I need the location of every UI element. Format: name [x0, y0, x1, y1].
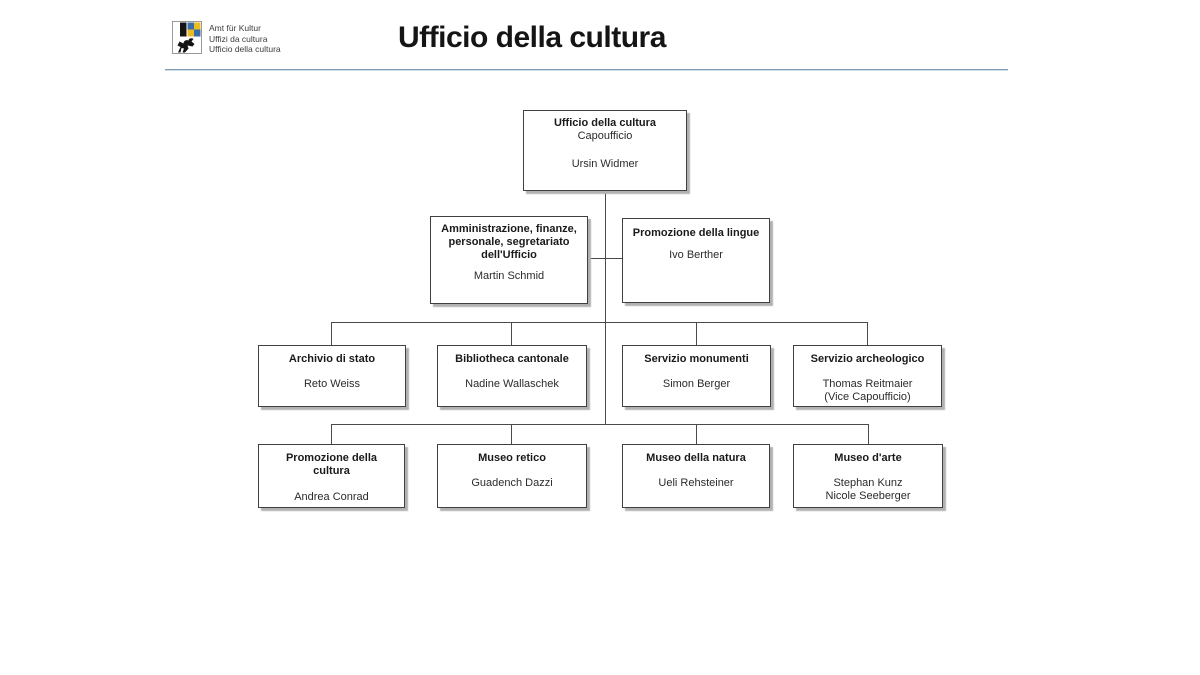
connector-trunk	[605, 191, 606, 424]
org-node-museo-arte: Museo d'arte Stephan Kunz Nicole Seeberg…	[793, 444, 943, 508]
org-node-servizio-archeologico: Servizio archeologico Thomas Reitmaier (…	[793, 345, 942, 407]
node-title: Promozione della cultura	[285, 452, 378, 477]
node-title: Promozione della lingue	[632, 227, 760, 239]
org-node-promozione-lingue: Promozione della lingue Ivo Berther	[622, 218, 770, 303]
node-title: Ufficio della cultura	[553, 117, 657, 129]
node-person: Guadench Dazzi	[471, 477, 553, 489]
connector-row3-bus	[331, 322, 868, 323]
connector-row4-drop-2	[511, 424, 512, 444]
connector-row4-drop-1	[331, 424, 332, 444]
node-title: Museo della natura	[646, 452, 746, 464]
connector-row3-drop-4	[867, 322, 868, 345]
org-node-servizio-monumenti: Servizio monumenti Simon Berger	[622, 345, 771, 407]
node-person: Ueli Rehsteiner	[658, 477, 734, 489]
department-name-it: Ufficio della cultura	[209, 44, 281, 54]
node-person: Stephan Kunz	[833, 477, 903, 489]
page-title: Ufficio della cultura	[398, 21, 666, 54]
node-person: Simon Berger	[662, 378, 731, 390]
graubuenden-coat-of-arms-icon	[172, 21, 202, 59]
node-person: Thomas Reitmaier	[822, 378, 913, 390]
org-node-museo-natura: Museo della natura Ueli Rehsteiner	[622, 444, 770, 508]
node-person: Nicole Seeberger	[825, 490, 911, 502]
department-name-block: Amt für Kultur Uffizi da cultura Ufficio…	[209, 23, 281, 55]
org-node-promozione-cultura: Promozione della cultura Andrea Conrad	[258, 444, 405, 508]
connector-row4-drop-3	[696, 424, 697, 444]
connector-row4-bus	[331, 424, 869, 425]
node-title: Bibliotheca cantonale	[455, 353, 569, 365]
department-name-de: Amt für Kultur	[209, 23, 261, 33]
node-person: Martin Schmid	[473, 270, 545, 282]
connector-row3-drop-3	[696, 322, 697, 345]
department-name-rm: Uffizi da cultura	[209, 33, 268, 44]
node-person: Reto Weiss	[303, 378, 361, 390]
node-person: Andrea Conrad	[294, 491, 369, 503]
node-title: Servizio archeologico	[810, 353, 925, 365]
node-title: Museo retico	[478, 452, 546, 464]
node-title: Amministrazione, finanze, personale, seg…	[441, 223, 577, 261]
connector-row4-drop-4	[868, 424, 869, 444]
org-node-archivio-di-stato: Archivio di stato Reto Weiss	[258, 345, 406, 407]
org-node-bibliotheca-cantonale: Bibliotheca cantonale Nadine Wallaschek	[437, 345, 587, 407]
org-node-ufficio-della-cultura: Ufficio della cultura Capoufficio Ursin …	[523, 110, 687, 191]
node-role: Capoufficio	[577, 130, 633, 142]
node-person: Nadine Wallaschek	[465, 378, 559, 390]
node-title: Servizio monumenti	[644, 353, 749, 365]
connector-level2	[588, 258, 622, 259]
node-title: Museo d'arte	[834, 452, 902, 464]
node-person: Ivo Berther	[669, 249, 723, 261]
org-node-amministrazione: Amministrazione, finanze, personale, seg…	[430, 216, 588, 304]
header-divider	[165, 69, 1008, 71]
connector-row3-drop-1	[331, 322, 332, 345]
node-person-note: (Vice Capoufficio)	[824, 391, 911, 403]
node-person: Ursin Widmer	[571, 158, 639, 170]
connector-row3-drop-2	[511, 322, 512, 345]
node-title: Archivio di stato	[288, 353, 376, 365]
org-node-museo-retico: Museo retico Guadench Dazzi	[437, 444, 587, 508]
